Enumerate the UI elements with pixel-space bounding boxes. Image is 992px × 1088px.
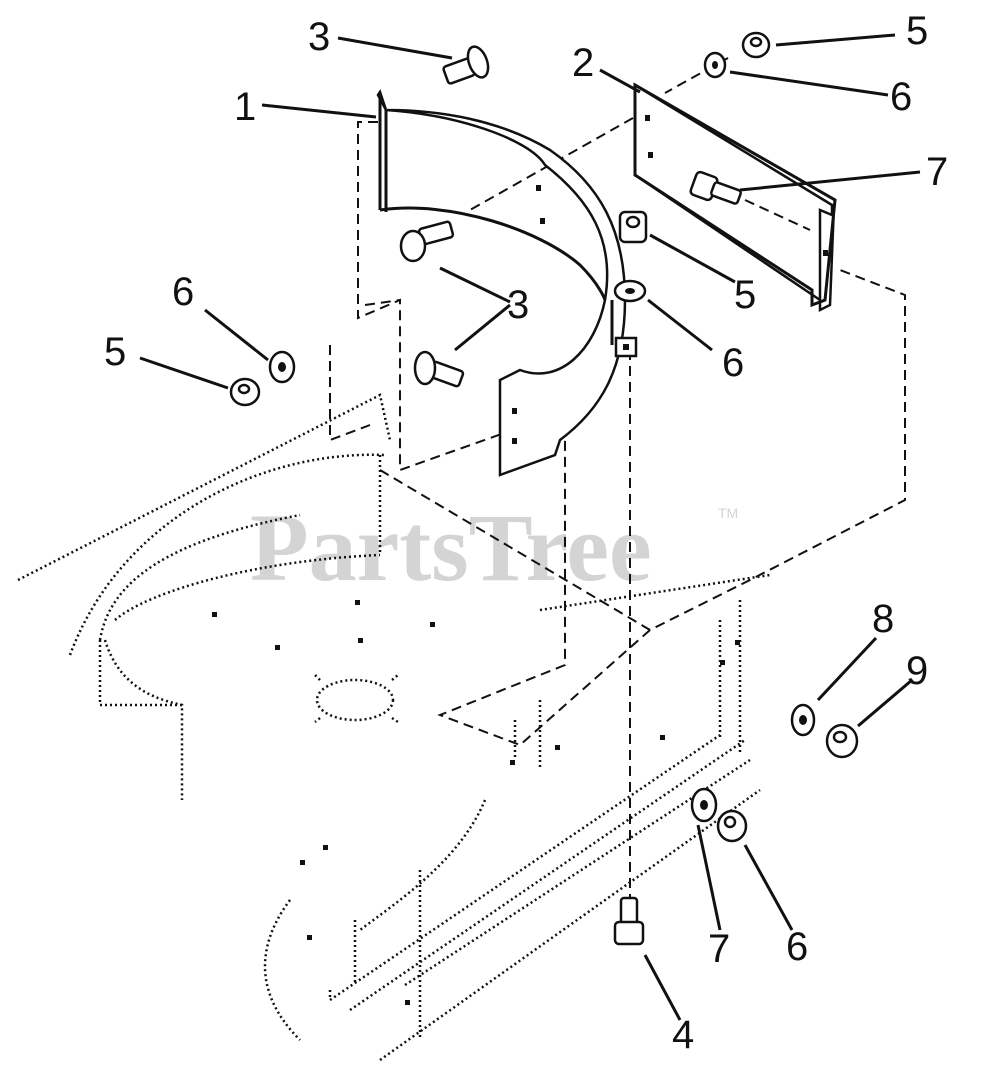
- part-3-carriage-bolt-top: [442, 45, 490, 85]
- assembly-outline: [329, 57, 906, 900]
- part-3-carriage-bolt-lower: [413, 350, 465, 388]
- callout-3-top: 3: [308, 15, 330, 59]
- callout-5-center: 5: [734, 273, 756, 317]
- watermark-text: PartsTree: [250, 494, 652, 601]
- callout-7-bottom: 7: [708, 927, 730, 971]
- part-6-washer-left: [268, 350, 296, 384]
- callout-5-top-right: 5: [906, 9, 928, 53]
- part-2-bracket-plate: [633, 82, 837, 313]
- part-9-hex-nut: [825, 723, 859, 759]
- mower-deck-housing: [17, 393, 771, 1062]
- callout-6-bottom: 6: [786, 925, 808, 969]
- center-stud-clip: [610, 300, 638, 358]
- part-4-hex-bolt: [613, 896, 645, 946]
- callout-2: 2: [572, 41, 594, 85]
- part-5-hex-nut-center: [618, 210, 648, 244]
- part-6-hex-nut-bottom: [716, 809, 748, 843]
- leader-lines: [139, 33, 921, 1021]
- part-3-carriage-bolt-middle: [399, 220, 455, 263]
- callout-9: 9: [906, 649, 928, 693]
- callout-6-center: 6: [722, 341, 744, 385]
- watermark-trademark: TM: [718, 505, 738, 521]
- part-5-hex-nut-top: [741, 31, 771, 59]
- callout-3-middle: 3: [507, 283, 529, 327]
- part-1-curved-shield: [376, 89, 627, 477]
- callout-5-left: 5: [104, 330, 126, 374]
- callout-1: 1: [234, 85, 256, 129]
- part-5-hex-nut-left: [229, 377, 261, 407]
- callout-8: 8: [872, 597, 894, 641]
- callout-6-left: 6: [172, 270, 194, 314]
- part-8-washer: [790, 703, 816, 737]
- part-7-hex-bolt-right: [689, 170, 742, 205]
- callout-7-right: 7: [926, 150, 948, 194]
- callout-6-top-right: 6: [890, 75, 912, 119]
- part-6-washer-top: [703, 51, 727, 79]
- part-7-washer-bottom: [690, 787, 718, 823]
- part-6-washer-center: [613, 279, 647, 303]
- callout-4: 4: [672, 1013, 694, 1057]
